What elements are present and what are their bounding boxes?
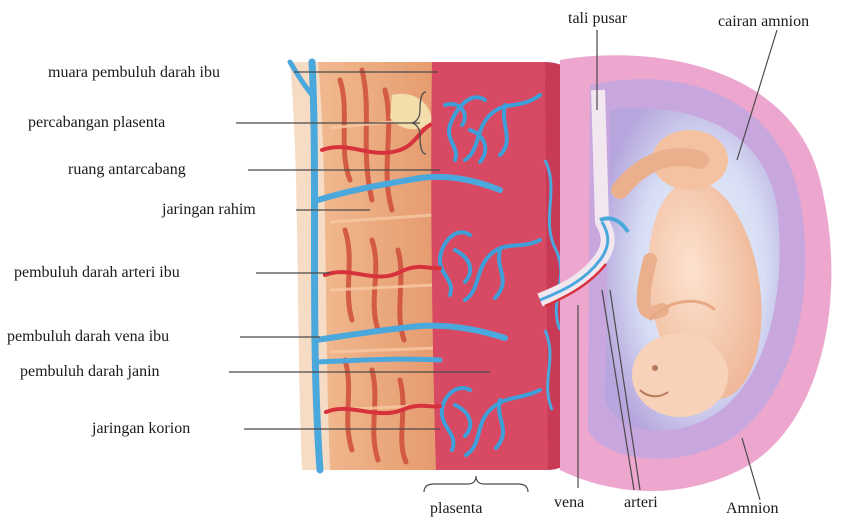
label-amniotic-fluid: cairan amnion [718, 13, 809, 31]
label-placental-branching: percabangan plasenta [28, 114, 165, 132]
label-vein: vena [554, 494, 584, 512]
label-chorionic-tissue: jaringan korion [92, 420, 190, 438]
label-uterine-tissue: jaringan rahim [162, 201, 256, 219]
label-maternal-vein: pembuluh darah vena ibu [7, 328, 169, 346]
label-maternal-artery: pembuluh darah arteri ibu [14, 264, 180, 282]
label-intervillous-space: ruang antarcabang [68, 161, 186, 179]
label-artery: arteri [624, 494, 658, 512]
label-amnion: Amnion [726, 500, 778, 518]
label-placenta: plasenta [430, 500, 482, 518]
label-maternal-vessel-opening: muara pembuluh darah ibu [48, 64, 220, 82]
label-fetal-vessel: pembuluh darah janin [20, 363, 160, 381]
label-umbilical-cord: tali pusar [568, 10, 627, 28]
placenta-body [431, 62, 582, 470]
